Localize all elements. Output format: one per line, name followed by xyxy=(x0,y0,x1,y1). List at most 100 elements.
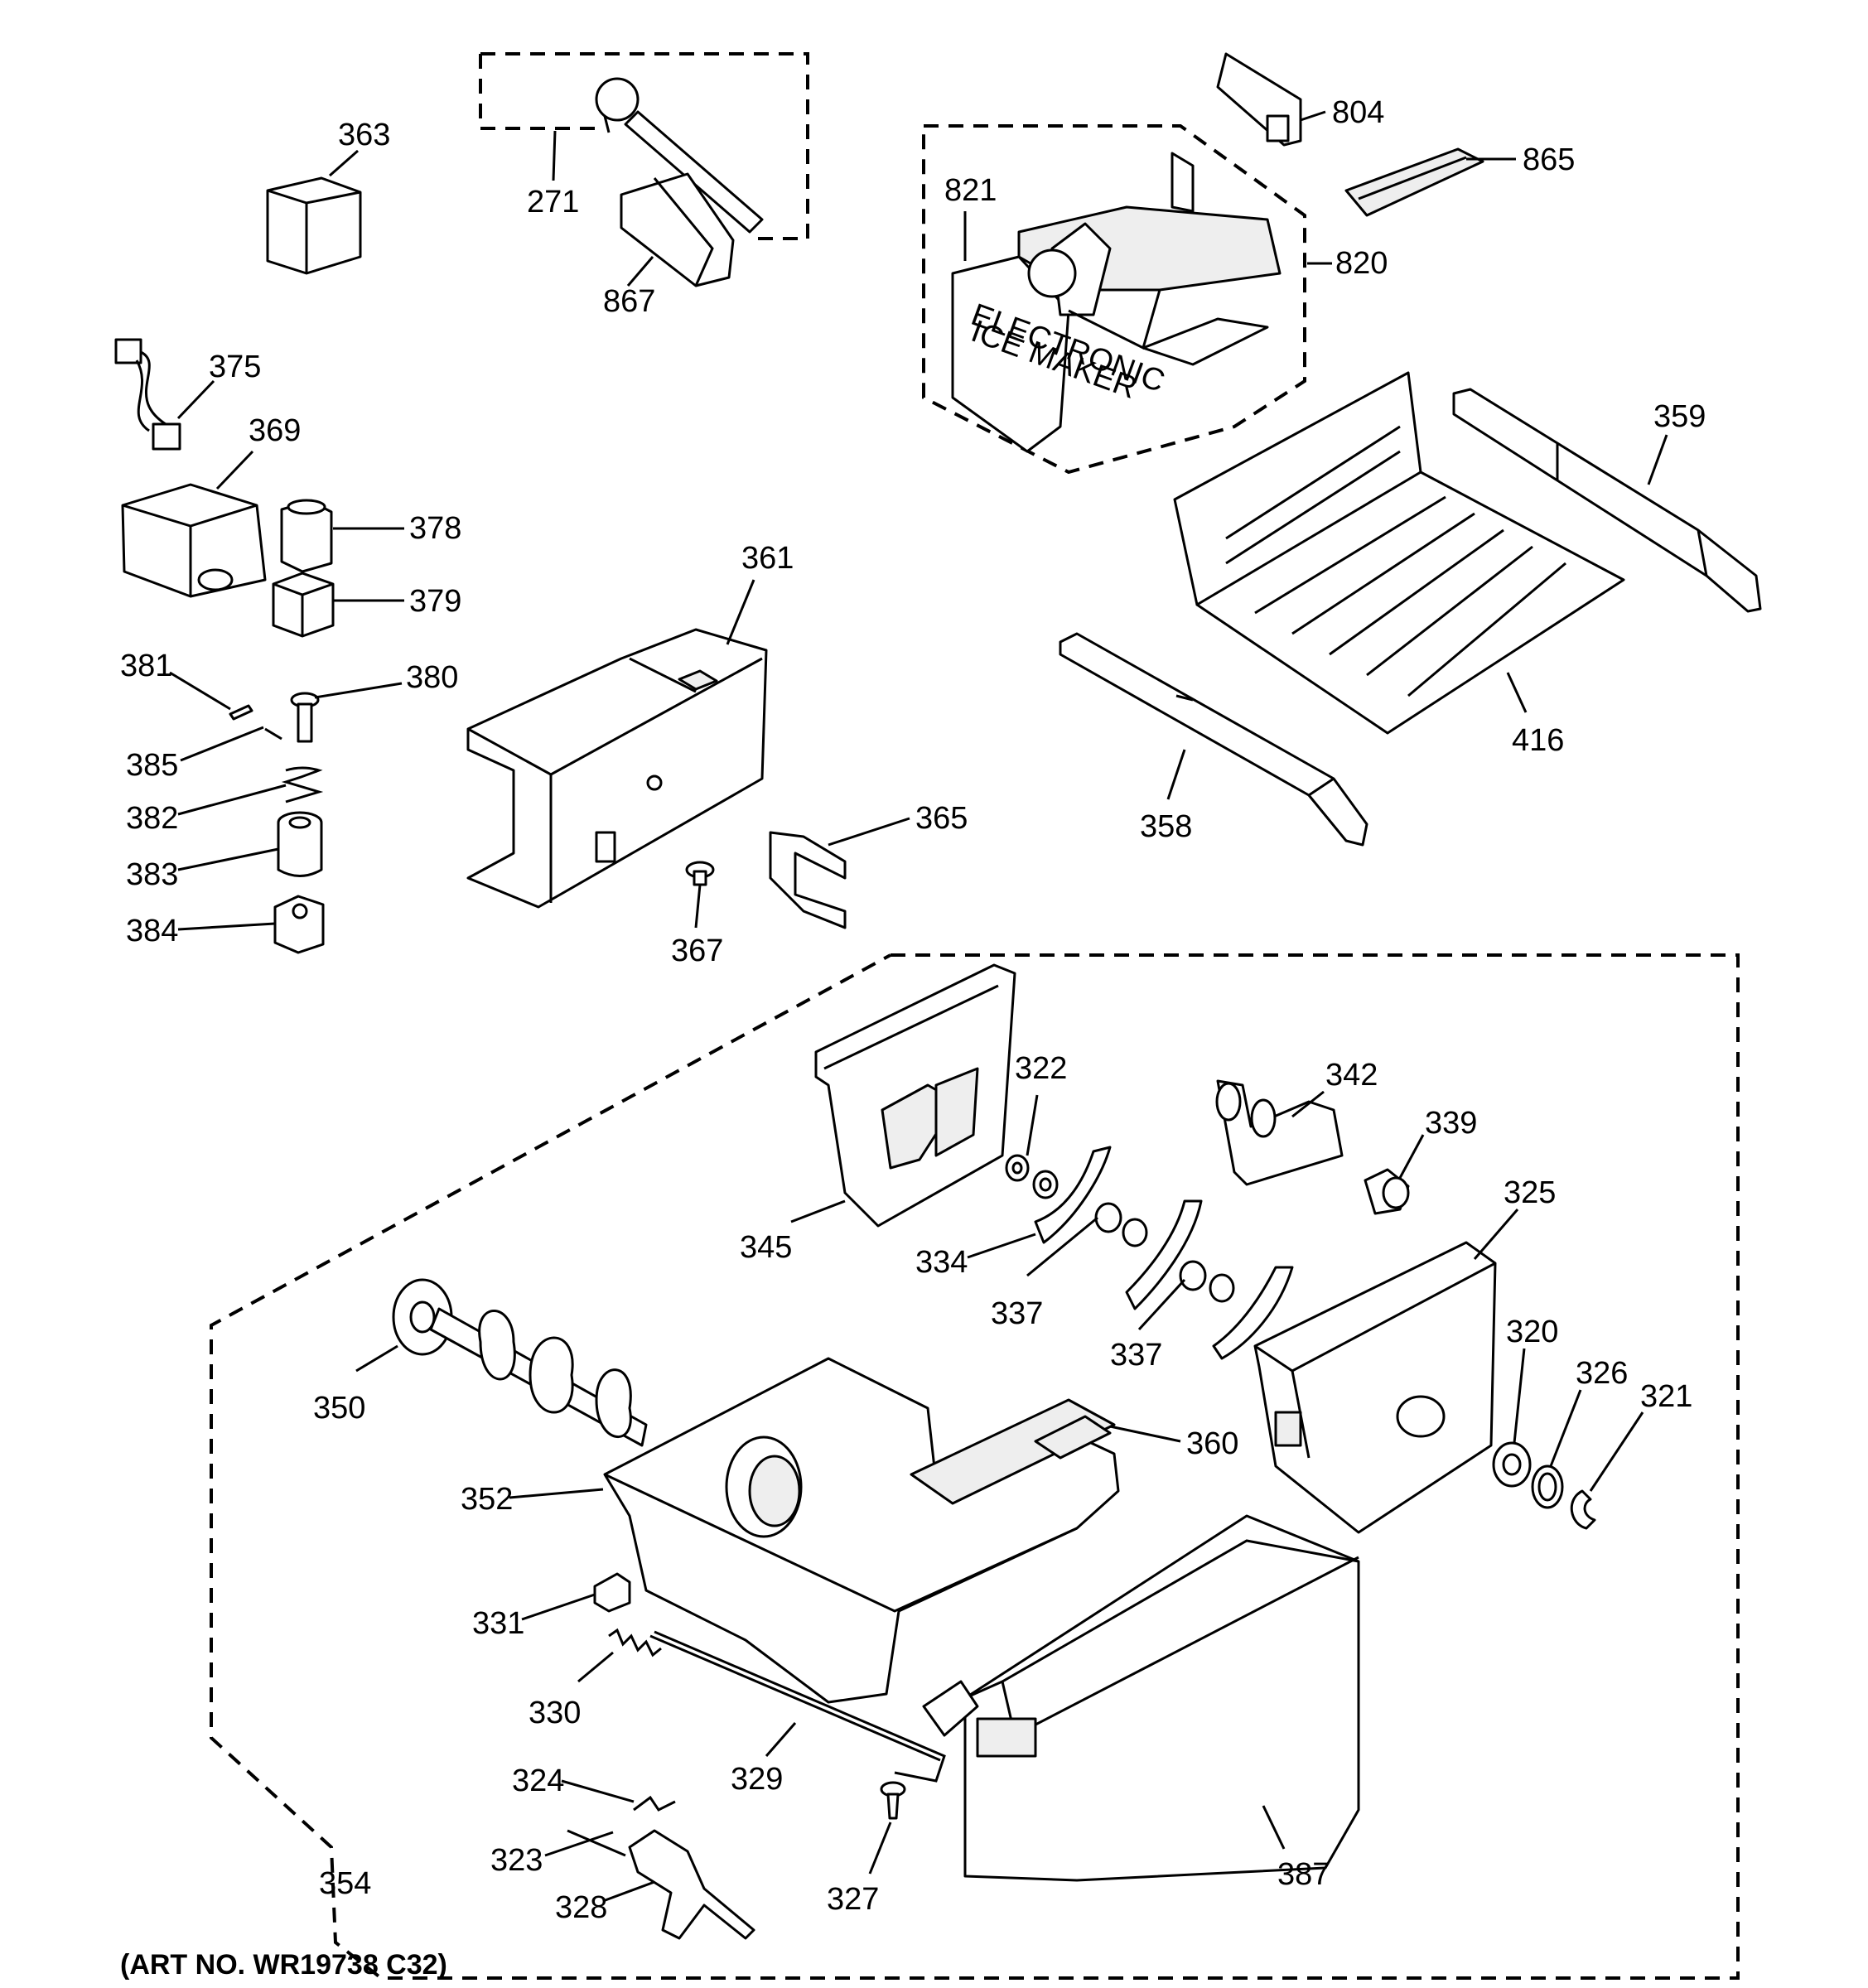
leader-337a xyxy=(1026,1216,1098,1277)
part-328-lever xyxy=(628,1829,755,1940)
callout-804: 804 xyxy=(1332,95,1384,130)
callout-387: 387 xyxy=(1277,1857,1330,1892)
leader-385 xyxy=(180,726,264,762)
group-outline-271 xyxy=(479,52,809,240)
callout-378: 378 xyxy=(409,511,461,546)
part-382-spring xyxy=(281,766,324,803)
part-325-cover xyxy=(1253,1241,1497,1534)
leader-867 xyxy=(626,256,654,287)
callout-320: 320 xyxy=(1506,1315,1558,1349)
part-324-spring xyxy=(633,1795,676,1812)
part-330-spring xyxy=(608,1628,662,1657)
leader-369 xyxy=(215,450,254,490)
callout-375: 375 xyxy=(209,350,261,384)
part-804-bracket xyxy=(1216,52,1302,147)
leader-337b xyxy=(1137,1278,1186,1331)
leader-334 xyxy=(967,1233,1036,1259)
callout-352: 352 xyxy=(461,1482,513,1517)
callout-360: 360 xyxy=(1186,1426,1238,1461)
leader-361 xyxy=(726,579,755,645)
part-378-relay xyxy=(280,499,333,573)
callout-328: 328 xyxy=(555,1890,607,1925)
leader-320 xyxy=(1513,1348,1526,1444)
callout-329: 329 xyxy=(731,1762,783,1797)
part-321-eclip xyxy=(1570,1489,1596,1530)
part-322-washers xyxy=(1005,1154,1059,1199)
part-369-motor xyxy=(121,483,267,598)
part-380-plunger xyxy=(290,692,320,743)
callout-382: 382 xyxy=(126,801,178,836)
part-334-blade xyxy=(1034,1146,1112,1244)
leader-327 xyxy=(868,1822,892,1875)
part-345-plate xyxy=(814,963,1016,1228)
leader-359 xyxy=(1647,434,1668,485)
part-416-shelf xyxy=(1173,371,1625,735)
leader-271 xyxy=(552,130,557,181)
group-outline-820 xyxy=(922,124,1306,475)
part-327-screw xyxy=(880,1781,906,1820)
part-320-bushing xyxy=(1492,1441,1532,1488)
leader-329 xyxy=(765,1722,797,1757)
part-381-pin xyxy=(229,704,253,721)
callout-337b: 337 xyxy=(1110,1338,1162,1373)
callout-384: 384 xyxy=(126,914,178,948)
leader-380 xyxy=(314,682,403,699)
part-337-blade xyxy=(1125,1199,1203,1310)
leader-350 xyxy=(355,1344,398,1373)
part-387-front-cover xyxy=(922,1514,1360,1882)
part-337-spacers-a xyxy=(1094,1202,1148,1247)
callout-865: 865 xyxy=(1523,142,1575,177)
part-361-housing xyxy=(466,628,768,909)
leader-381 xyxy=(169,671,231,711)
callout-365: 365 xyxy=(915,801,968,836)
leader-339 xyxy=(1398,1134,1425,1179)
part-375-harness xyxy=(114,338,181,451)
part-360-flap xyxy=(1034,1415,1112,1460)
callout-271: 271 xyxy=(527,185,579,220)
part-323-pin xyxy=(567,1829,626,1857)
callout-337a: 337 xyxy=(991,1296,1043,1331)
leader-804 xyxy=(1300,110,1326,122)
group-outline-354 xyxy=(210,953,1740,1980)
part-365-clip xyxy=(769,831,847,929)
leader-416 xyxy=(1506,672,1528,713)
leader-326 xyxy=(1549,1389,1582,1467)
leader-365 xyxy=(828,817,910,847)
leader-331 xyxy=(521,1593,596,1621)
callout-820: 820 xyxy=(1335,246,1388,281)
part-383-sleeve xyxy=(277,811,323,877)
part-337-spacers-b xyxy=(1179,1260,1235,1303)
leader-363 xyxy=(329,149,359,177)
leader-387 xyxy=(1262,1805,1286,1850)
leader-375 xyxy=(176,379,215,420)
callout-322: 322 xyxy=(1015,1051,1067,1086)
leader-323 xyxy=(544,1831,614,1857)
part-385-pin xyxy=(264,727,282,741)
callout-323: 323 xyxy=(490,1843,543,1878)
leader-352 xyxy=(509,1488,604,1499)
callout-331: 331 xyxy=(472,1606,524,1641)
callout-380: 380 xyxy=(406,660,458,695)
callout-358: 358 xyxy=(1140,809,1192,844)
callout-385: 385 xyxy=(126,748,178,783)
callout-867: 867 xyxy=(603,284,655,319)
part-358-rail xyxy=(1059,632,1368,847)
callout-367: 367 xyxy=(671,934,723,968)
part-342-bracket xyxy=(1215,1079,1344,1186)
leader-367 xyxy=(694,884,702,929)
callout-354: 354 xyxy=(319,1866,371,1901)
part-367-screw xyxy=(685,861,715,886)
part-821-icemaker: ELECTRONIC ICE MAKER xyxy=(951,152,1282,453)
part-865-rail xyxy=(1344,147,1484,217)
part-331-clip xyxy=(593,1572,631,1613)
leader-358 xyxy=(1166,749,1186,800)
callout-326: 326 xyxy=(1576,1356,1628,1391)
leader-342 xyxy=(1291,1090,1325,1118)
callout-334: 334 xyxy=(915,1245,968,1280)
part-352-bin xyxy=(603,1357,1120,1704)
leader-324 xyxy=(561,1779,635,1803)
part-329-rod xyxy=(649,1630,946,1783)
callout-363: 363 xyxy=(338,118,390,152)
leader-383 xyxy=(177,847,279,871)
part-359-rail xyxy=(1452,388,1762,613)
